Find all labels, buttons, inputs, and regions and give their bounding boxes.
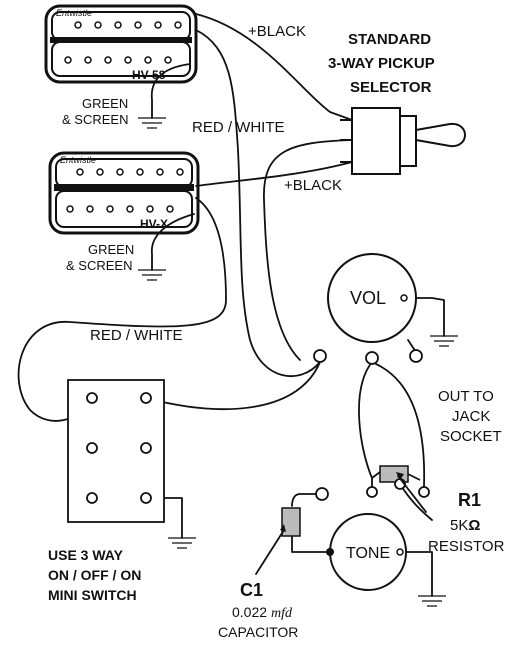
capacitor-name: C1 [240,580,263,600]
mini-switch-note-line2: ON / OFF / ON [48,567,141,583]
neck-pickup: Entwistle HV-58 [44,4,198,84]
bridge-pickup-model: HV-X [140,217,168,231]
resistor-desc: RESISTOR [428,538,505,555]
resistor-r1 [366,465,430,513]
capacitor-unit: mfd [271,606,293,621]
mini-switch-note-line3: MINI SWITCH [48,587,137,603]
resistor-name: R1 [458,490,481,510]
neck-ground-label-2: & SCREEN [62,112,128,127]
output-label-line1: OUT TO [438,388,494,405]
capacitor-desc: CAPACITOR [218,624,298,640]
mini-switch [67,379,165,523]
selector-title-line3: SELECTOR [350,79,432,96]
mini-switch-note-line1: USE 3 WAY [48,547,124,563]
pickup-selector-switch [340,107,466,175]
bridge-ground-label-1: GREEN [88,242,134,257]
capacitor-value: 0.022 mfd [232,604,293,621]
selector-title-line2: 3-WAY PICKUP [328,55,435,72]
wire-label-red-white-1: RED / WHITE [192,119,285,136]
resistor-value: 5KΩ [450,517,480,534]
capacitor-value-number: 0.022 [232,604,267,620]
neck-pickup-brand: Entwistle [56,8,92,18]
wires [17,13,445,597]
capacitor-c1 [255,487,329,575]
tone-pot: TONE [326,513,407,591]
volume-pot: VOL [313,253,423,365]
bridge-pickup: Entwistle HV-X [48,151,200,235]
wire-label-black-1: +BLACK [248,23,306,40]
resistor-ohm-symbol: Ω [468,517,480,534]
selector-title-line1: STANDARD [348,31,431,48]
bridge-pickup-brand: Entwistle [60,155,96,165]
output-label-line2: JACK [452,408,490,425]
volume-label: VOL [350,288,386,308]
ground-symbols [138,117,458,607]
tone-label: TONE [346,545,390,562]
neck-ground-label-1: GREEN [82,96,128,111]
wire-label-red-white-2: RED / WHITE [90,327,183,344]
resistor-value-number: 5K [450,517,468,534]
wire-label-black-2: +BLACK [284,177,342,194]
bridge-ground-label-2: & SCREEN [66,258,132,273]
output-label-line3: SOCKET [440,428,502,445]
labels: +BLACK +BLACK RED / WHITE RED / WHITE GR… [48,23,505,640]
